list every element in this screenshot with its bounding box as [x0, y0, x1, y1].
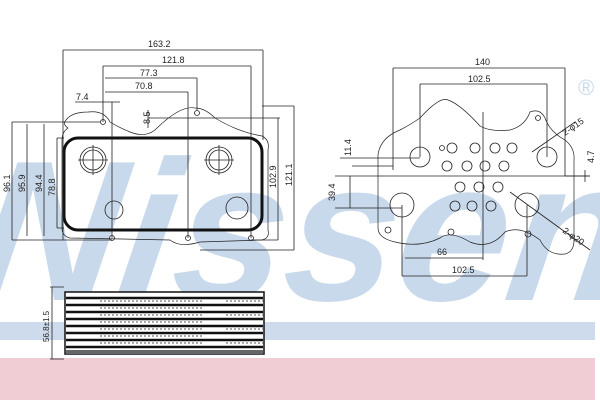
- dim-vertical-offset: 39.4: [327, 183, 337, 201]
- dim-edge-offset: 7.4: [76, 92, 89, 102]
- dim-height-right: 102.9: [268, 165, 278, 188]
- rear-view: 140 102.5 11.4 39.4 4.7 66 102.5 2-φ15 2…: [327, 57, 596, 277]
- dim-tab-height: 8.5: [142, 111, 152, 124]
- dim-height-outer: 96.1: [2, 174, 12, 192]
- pink-band: [0, 358, 595, 400]
- dim-center-offset: 66: [437, 247, 447, 257]
- dim-height-total: 121.1: [284, 163, 294, 186]
- dim-right-offset: 4.7: [586, 150, 596, 163]
- dim-port-span-top: 102.5: [468, 74, 491, 84]
- dim-thickness: 56.8±1.5: [42, 310, 51, 342]
- dim-height-b: 95.9: [17, 174, 27, 192]
- dim-mount-span: 121.8: [162, 55, 185, 65]
- dim-hole-offset-b: 70.8: [135, 81, 153, 91]
- dim-height-inner: 78.8: [47, 178, 57, 196]
- side-view: 56.8±1.5: [42, 286, 265, 360]
- dim-port-span-bottom: 102.5: [452, 265, 475, 275]
- dim-hole-offset-a: 77.3: [140, 68, 158, 78]
- registered-mark: ®: [578, 75, 594, 100]
- dim-height-c: 94.4: [34, 174, 44, 192]
- front-view: 163.2 121.8 77.3 70.8 7.4 8.5 96.1 95.9 …: [2, 39, 295, 251]
- dim-rear-overall-width: 140: [475, 57, 490, 67]
- dim-overall-width: 163.2: [148, 39, 171, 49]
- dim-port-offset: 11.4: [343, 139, 353, 156]
